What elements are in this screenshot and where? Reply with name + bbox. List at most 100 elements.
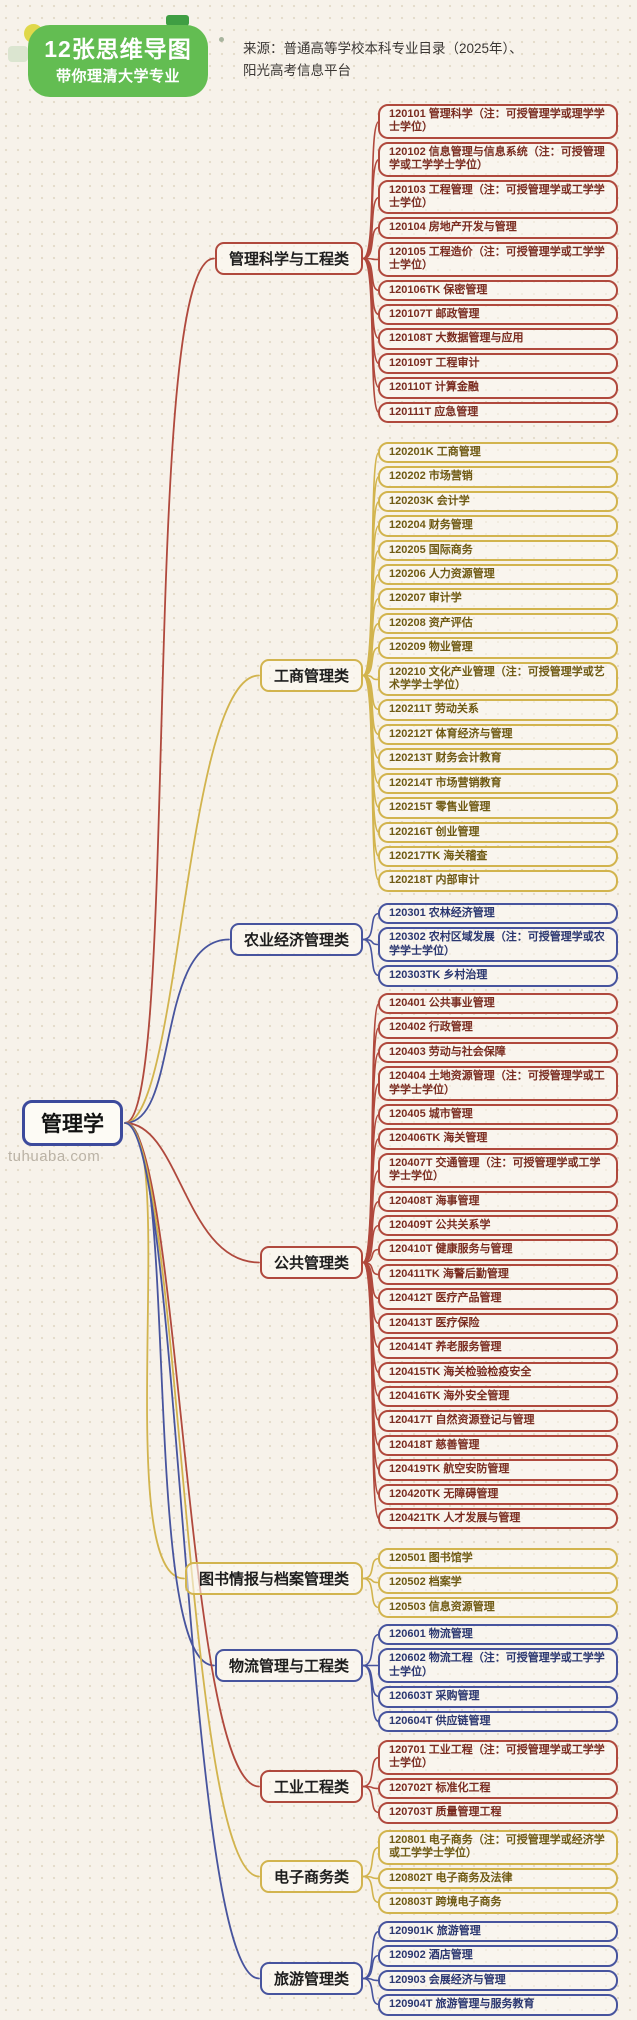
category-8: 电子商务类 (259, 1860, 363, 1893)
leaf-120217TK: 120217TK 海关稽查 (378, 845, 618, 868)
leaf-group-7: 120701 工业工程（注：可授管理学或工学学士学位）120702T 标准化工程… (378, 1740, 618, 1824)
leaf-120214T: 120214T 市场营销教育 (378, 772, 618, 795)
leaf-120405: 120405 城市管理 (378, 1104, 618, 1126)
leaf-120903: 120903 会展经济与管理 (378, 1969, 618, 1992)
badge-title: 12张思维导图 (44, 35, 192, 62)
leaf-120503: 120503 信息资源管理 (378, 1596, 618, 1619)
leaf-120701: 120701 工业工程（注：可授管理学或工学学士学位） (378, 1740, 618, 1775)
leaf-120409T: 120409T 公共关系学 (378, 1215, 618, 1237)
leaf-120407T: 120407T 交通管理（注：可授管理学或工学学士学位） (378, 1152, 618, 1188)
category-7: 工业工程类 (259, 1770, 363, 1803)
leaf-120502: 120502 档案学 (378, 1572, 618, 1594)
category-5: 图书情报与档案管理类 (184, 1562, 363, 1595)
green-bar-icon (166, 15, 189, 26)
leaf-120211T: 120211T 劳动关系 (378, 699, 618, 721)
leaf-120902: 120902 酒店管理 (378, 1945, 618, 1967)
leaf-120104: 120104 房地产开发与管理 (378, 217, 618, 239)
category-9: 旅游管理类 (259, 1962, 363, 1995)
leaf-120411TK: 120411TK 海警后勤管理 (378, 1263, 618, 1286)
leaf-120109T: 120109T 工程审计 (378, 352, 618, 375)
leaf-120205: 120205 国际商务 (378, 539, 618, 562)
category-3: 农业经济管理类 (229, 923, 363, 956)
tiny-dot-icon (219, 37, 224, 42)
title-badge: 12张思维导图 带你理清大学专业 (28, 25, 208, 97)
leaf-120302: 120302 农村区域发展（注：可授管理学或农学学士学位） (378, 927, 618, 963)
source-line-2: 阳光高考信息平台 (243, 63, 351, 79)
leaf-120210: 120210 文化产业管理（注：可授管理学或艺术学学士学位） (378, 661, 618, 697)
leaf-120107T: 120107T 邮政管理 (378, 304, 618, 326)
leaf-120213T: 120213T 财务会计教育 (378, 748, 618, 770)
leaf-120413T: 120413T 医疗保险 (378, 1312, 618, 1335)
source-line-1: 来源：普通高等学校本科专业目录（2025年）、 (243, 41, 523, 56)
leaf-120421TK: 120421TK 人才发展与管理 (378, 1507, 618, 1530)
leaf-group-8: 120801 电子商务（注：可授管理学或经济学或工学学士学位）120802T 电… (378, 1830, 618, 1914)
leaf-120604T: 120604T 供应链管理 (378, 1710, 618, 1733)
leaf-120603T: 120603T 采购管理 (378, 1686, 618, 1708)
leaf-120412T: 120412T 医疗产品管理 (378, 1288, 618, 1310)
watermark: tuhuaba.com (8, 1148, 101, 1165)
leaf-120404: 120404 土地资源管理（注：可授管理学或工学学士学位） (378, 1066, 618, 1102)
category-1: 管理科学与工程类 (214, 242, 363, 275)
leaf-120207: 120207 审计学 (378, 588, 618, 610)
leaf-120401: 120401 公共事业管理 (378, 993, 618, 1015)
leaf-120418T: 120418T 慈善管理 (378, 1434, 618, 1457)
leaf-120702T: 120702T 标准化工程 (378, 1777, 618, 1800)
leaf-120414T: 120414T 养老服务管理 (378, 1337, 618, 1359)
leaf-120208: 120208 资产评估 (378, 612, 618, 635)
leaf-120103: 120103 工程管理（注：可授管理学或工学学士学位） (378, 179, 618, 215)
leaf-120419TK: 120419TK 航空安防管理 (378, 1459, 618, 1481)
root-node: 管理学 (22, 1100, 123, 1146)
leaf-120101: 120101 管理科学（注：可授管理学或理学学士学位） (378, 104, 618, 139)
category-4: 公共管理类 (259, 1246, 363, 1279)
leaf-120801: 120801 电子商务（注：可授管理学或经济学或工学学士学位） (378, 1830, 618, 1865)
category-2: 工商管理类 (259, 659, 363, 692)
leaf-120601: 120601 物流管理 (378, 1624, 618, 1646)
leaf-120416TK: 120416TK 海外安全管理 (378, 1385, 618, 1408)
leaf-120802T: 120802T 电子商务及法律 (378, 1867, 618, 1890)
leaf-120209: 120209 物业管理 (378, 637, 618, 659)
leaf-120215T: 120215T 零售业管理 (378, 797, 618, 819)
leaf-120102: 120102 信息管理与信息系统（注：可授管理学或工学学士学位） (378, 141, 618, 177)
leaf-120420TK: 120420TK 无障碍管理 (378, 1483, 618, 1505)
leaf-120204: 120204 财务管理 (378, 515, 618, 537)
leaf-120403: 120403 劳动与社会保障 (378, 1041, 618, 1064)
leaf-120111T: 120111T 应急管理 (378, 401, 618, 424)
leaf-120410T: 120410T 健康服务与管理 (378, 1239, 618, 1261)
leaf-120408T: 120408T 海事管理 (378, 1190, 618, 1213)
leaf-120110T: 120110T 计算金融 (378, 377, 618, 399)
leaf-120402: 120402 行政管理 (378, 1017, 618, 1039)
leaf-120602: 120602 物流工程（注：可授管理学或工学学士学位） (378, 1648, 618, 1684)
badge-subtitle: 带你理清大学专业 (55, 68, 180, 86)
source-note: 来源：普通高等学校本科专业目录（2025年）、 阳光高考信息平台 (243, 38, 523, 83)
leaf-120206: 120206 人力资源管理 (378, 564, 618, 586)
leaf-120106TK: 120106TK 保密管理 (378, 279, 618, 302)
leaf-120501: 120501 图书馆学 (378, 1548, 618, 1570)
leaf-120301: 120301 农林经济管理 (378, 903, 618, 925)
leaf-120415TK: 120415TK 海关检验检疫安全 (378, 1361, 618, 1383)
leaf-120203K: 120203K 会计学 (378, 490, 618, 513)
leaf-120303TK: 120303TK 乡村治理 (378, 965, 618, 987)
leaf-120406TK: 120406TK 海关管理 (378, 1128, 618, 1150)
leaf-120901K: 120901K 旅游管理 (378, 1921, 618, 1943)
pale-square-icon (8, 46, 28, 62)
leaf-120216T: 120216T 创业管理 (378, 821, 618, 843)
leaf-120201K: 120201K 工商管理 (378, 442, 618, 464)
leaf-120904T: 120904T 旅游管理与服务教育 (378, 1994, 618, 2016)
leaf-120703T: 120703T 质量管理工程 (378, 1802, 618, 1824)
leaf-120108T: 120108T 大数据管理与应用 (378, 328, 618, 350)
leaf-120218T: 120218T 内部审计 (378, 870, 618, 892)
leaf-120105: 120105 工程造价（注：可授管理学或工学学士学位） (378, 241, 618, 277)
leaf-120212T: 120212T 体育经济与管理 (378, 723, 618, 746)
leaf-120803T: 120803T 跨境电子商务 (378, 1892, 618, 1914)
leaf-120417T: 120417T 自然资源登记与管理 (378, 1410, 618, 1432)
leaf-120202: 120202 市场营销 (378, 466, 618, 488)
category-6: 物流管理与工程类 (214, 1649, 363, 1682)
